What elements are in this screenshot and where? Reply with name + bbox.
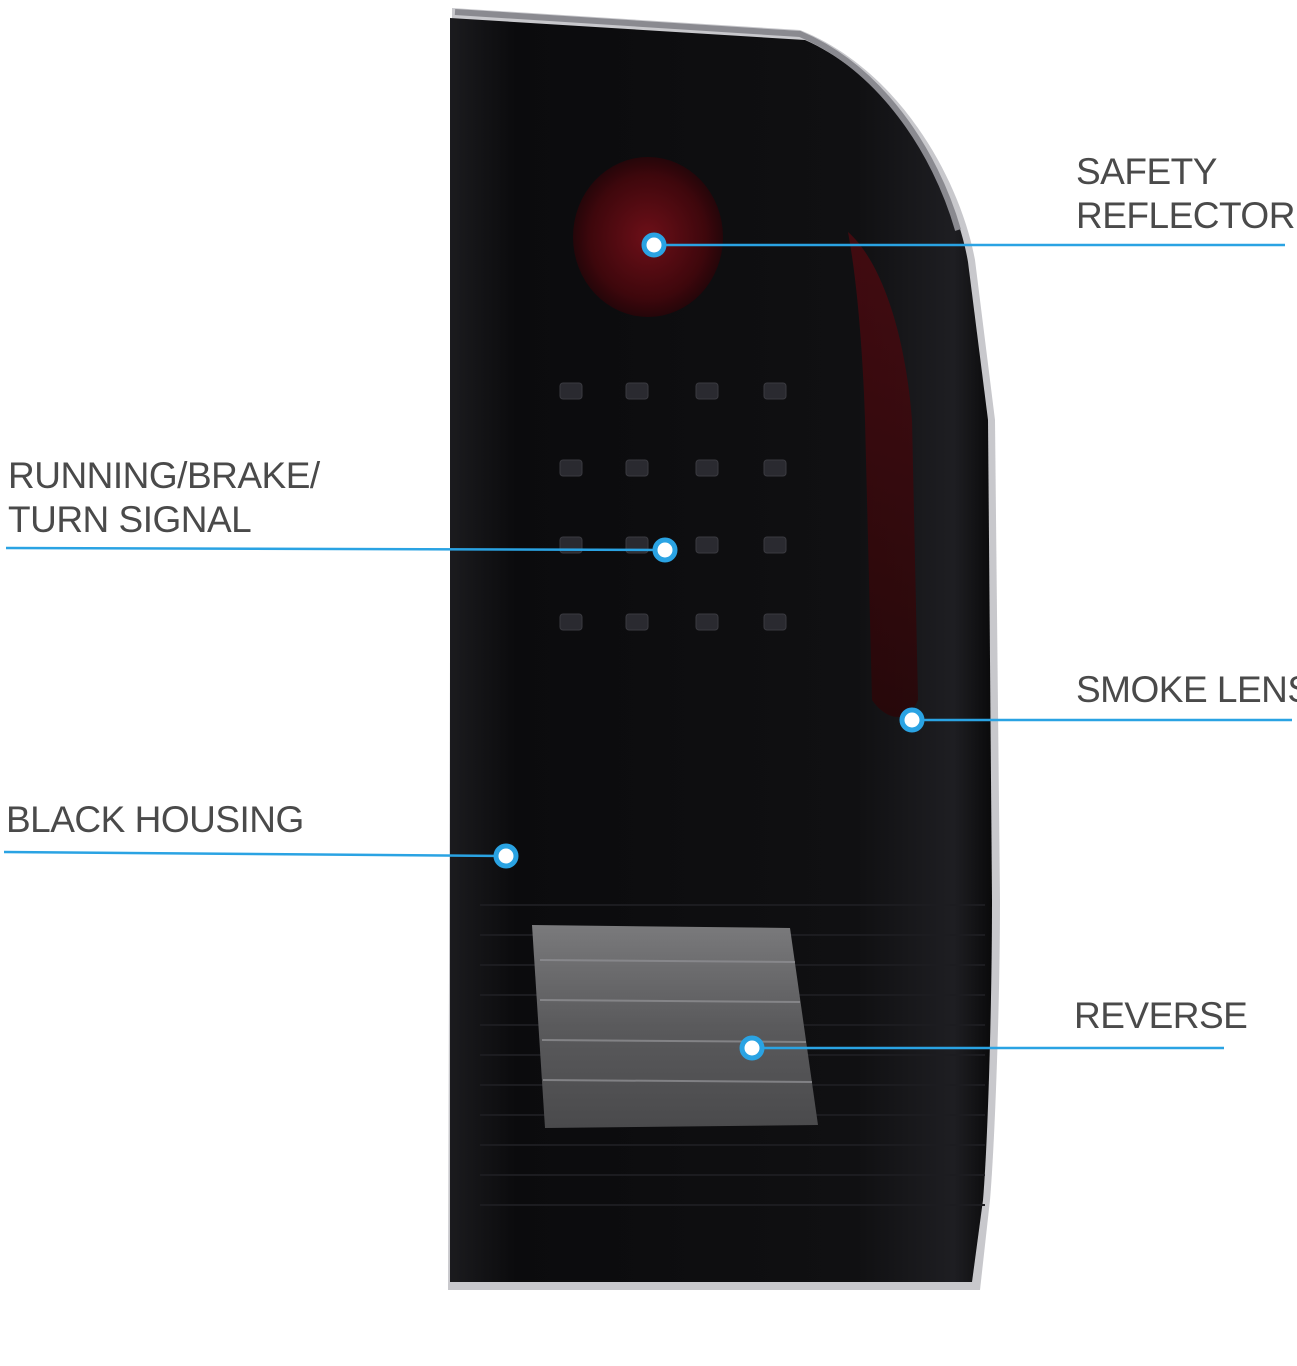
black-housing-marker [493, 843, 519, 869]
reverse-lens [532, 925, 818, 1128]
black-housing-label-line1: BLACK HOUSING [6, 799, 304, 840]
smoke-lens-red-strip [848, 232, 918, 717]
running-brake-turn-label: RUNNING/BRAKE/ TURN SIGNAL [8, 454, 320, 542]
safety-reflector-label-line1: SAFETY [1076, 151, 1217, 192]
reverse-label-line1: REVERSE [1074, 995, 1248, 1036]
smoke-lens-marker [899, 707, 925, 733]
reverse-lens-ridges [539, 959, 813, 1083]
reverse-label: REVERSE [1074, 994, 1248, 1038]
housing-top-edge [454, 9, 961, 231]
safety-reflector-marker [641, 232, 667, 258]
running-brake-turn-label-line2: TURN SIGNAL [8, 499, 252, 540]
reverse-marker [739, 1035, 765, 1061]
smoke-lens-label: SMOKE LENS [1076, 668, 1297, 712]
led-grid [559, 382, 787, 631]
safety-reflector-label: SAFETY REFLECTOR [1076, 150, 1295, 238]
smoke-lens-label-line1: SMOKE LENS [1076, 669, 1297, 710]
callout-lines [3, 243, 1292, 1050]
running-brake-turn-marker [652, 537, 678, 563]
running-brake-turn-label-line1: RUNNING/BRAKE/ [8, 455, 320, 496]
safety-reflector-label-line2: REFLECTOR [1076, 195, 1295, 236]
callout-dots [493, 232, 925, 1061]
black-housing-label: BLACK HOUSING [6, 798, 304, 842]
